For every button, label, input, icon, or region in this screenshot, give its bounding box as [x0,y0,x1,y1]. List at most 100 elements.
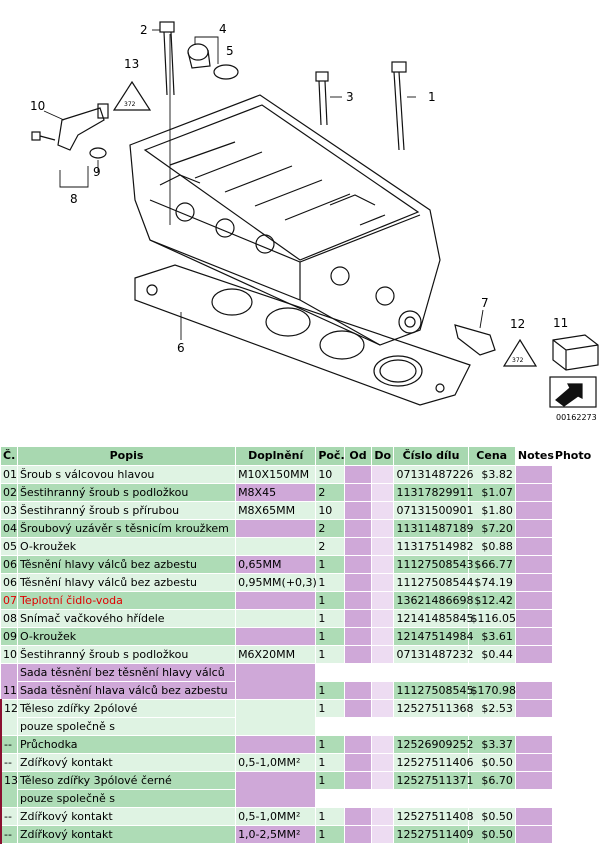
row-price: $3.37 [468,735,516,754]
table-row[interactable]: 02 Šestihranný šroub s podložkou M8X45 2… [1,483,591,502]
row-from [344,465,372,484]
row-price: $170.98 [468,681,516,700]
table-row[interactable]: -- Zdířkový kontakt 0,5-1,0MM² 1 1252751… [0,807,591,826]
row-extra: M6X20MM [235,645,317,664]
row-to [371,807,395,826]
table-row[interactable]: 04 Šroubový uzávěr s těsnicím kroužkem 2… [1,519,591,538]
row-part: 13621486698 [393,591,473,610]
row-price: $3.61 [468,627,516,646]
row-desc: Těsnění hlavy válců bez azbestu [17,573,237,592]
row-notes [515,681,553,700]
row-desc: Šestihranný šroub s podložkou [17,483,237,502]
row-desc: Šestihranný šroub s podložkou [17,645,237,664]
callout-8: 8 [70,192,78,206]
table-row[interactable]: 05 O-kroužek 2 11317514982 $0.88 [1,537,591,556]
row-desc: Teplotní čidlo-voda [17,591,237,610]
row-qty: 1 [315,645,346,664]
table-row[interactable]: 01 Šroub s válcovou hlavou M10X150MM 10 … [1,465,591,484]
row-price: $116.05 [468,609,516,628]
row-from [344,573,372,592]
sticker-12 [502,338,538,367]
row-extra [235,591,317,610]
row-qty: 1 [315,627,346,646]
row-from [344,645,372,664]
row-notes [515,573,553,592]
row-photo [552,573,591,592]
row-qty: 2 [315,519,346,538]
row-qty: 1 [315,753,346,772]
table-row[interactable]: 10 Šestihranný šroub s podložkou M6X20MM… [1,645,591,664]
row-price: $74.19 [468,573,516,592]
row-to [371,537,395,556]
row-price: $1.07 [468,483,516,502]
table-row[interactable]: 13 Těleso zdířky 3pólové černé 1 1252751… [0,771,591,808]
row-no: 06 [1,555,18,574]
row-extra: 0,5-1,0MM² [235,807,317,826]
row-qty: 1 [315,699,346,718]
row-from [344,699,372,718]
callout-2: 2 [140,23,148,37]
table-row[interactable]: 06 Těsnění hlavy válců bez azbestu 0,65M… [1,555,591,574]
row-to [371,735,395,754]
row-qty: 2 [315,483,346,502]
table-row[interactable]: 03 Šestihranný šroub s přírubou M8X65MM … [1,501,591,520]
bolt-2 [159,21,175,96]
cylinder-head-drawing [129,94,441,346]
row-desc-note: pouze společně s [17,789,237,808]
table-row[interactable]: Sada těsnění hlava válců bez azbestu 1 1… [1,681,591,700]
row-qty: 1 [315,807,346,826]
row-from [344,591,372,610]
row-part: 07131487232 [393,645,473,664]
row-no: 03 [1,501,18,520]
row-price: $3.82 [468,465,516,484]
table-row[interactable]: 12 Těleso zdířky 2pólové 1 12527511368 $… [0,699,591,736]
row-extra [235,519,317,538]
row-desc-note: pouze společně s [17,717,237,736]
o-ring-9 [89,147,107,159]
row-from [344,501,372,520]
row-photo [552,483,591,502]
row-qty: 1 [315,825,346,844]
callout-3: 3 [346,90,354,104]
table-row[interactable]: -- Zdířkový kontakt 1,0-2,5MM² 1 1252751… [0,825,591,844]
row-desc: Těleso zdířky 2pólové [17,699,237,718]
table-header-row: Č. Popis Doplnění Poč. Od Do Číslo dílu … [1,447,591,466]
row-part: 12527511406 [393,753,473,772]
row-extra: M8X65MM [235,501,317,520]
callout-13: 13 [124,57,139,71]
row-desc: O-kroužek [17,537,237,556]
temp-sensor-7 [454,324,496,356]
row-price: $6.70 [468,771,516,790]
callout-10: 10 [30,99,45,113]
row-extra [235,663,317,700]
row-no: 08 [1,609,18,628]
row-no: 05 [1,537,18,556]
table-row[interactable]: 06 Těsnění hlavy válců bez azbestu 0,95M… [1,573,591,592]
table-row[interactable]: 07 Teplotní čidlo-voda 1 13621486698 $12… [1,591,591,610]
row-photo [552,465,591,484]
row-part: 11317829911 [393,483,473,502]
row-part: 07131487226 [393,465,473,484]
parts-diagram: 1 2 3 4 5 6 7 8 9 10 11 12 13 372 372 00… [30,21,599,422]
row-from [344,735,372,754]
table-row[interactable]: 08 Snímač vačkového hřídele 1 1214148584… [1,609,591,628]
table-row-note: pouze společně s [1,789,590,808]
col-no: Č. [1,447,18,466]
row-price: $0.50 [468,753,516,772]
col-price: Cena [468,447,516,466]
row-from [344,807,372,826]
table-row[interactable]: -- Zdířkový kontakt 0,5-1,0MM² 1 1252751… [0,753,591,772]
row-photo [552,825,591,844]
table-row[interactable]: 09 O-kroužek 1 12147514984 $3.61 [1,627,591,646]
row-desc: Zdířkový kontakt [17,807,237,826]
callout-1: 1 [428,90,436,104]
col-to: Do [371,447,395,466]
row-extra: M8X45 [235,483,317,502]
row-photo [552,699,591,718]
table-row[interactable]: 11 Sada těsnění bez těsnění hlavy válců [1,663,590,700]
bolt-10 [31,131,56,141]
row-desc: Snímač vačkového hřídele [17,609,237,628]
table-row[interactable]: -- Průchodka 1 12526909252 $3.37 [0,735,591,754]
row-extra: 0,65MM [235,555,317,574]
row-qty: 1 [315,609,346,628]
